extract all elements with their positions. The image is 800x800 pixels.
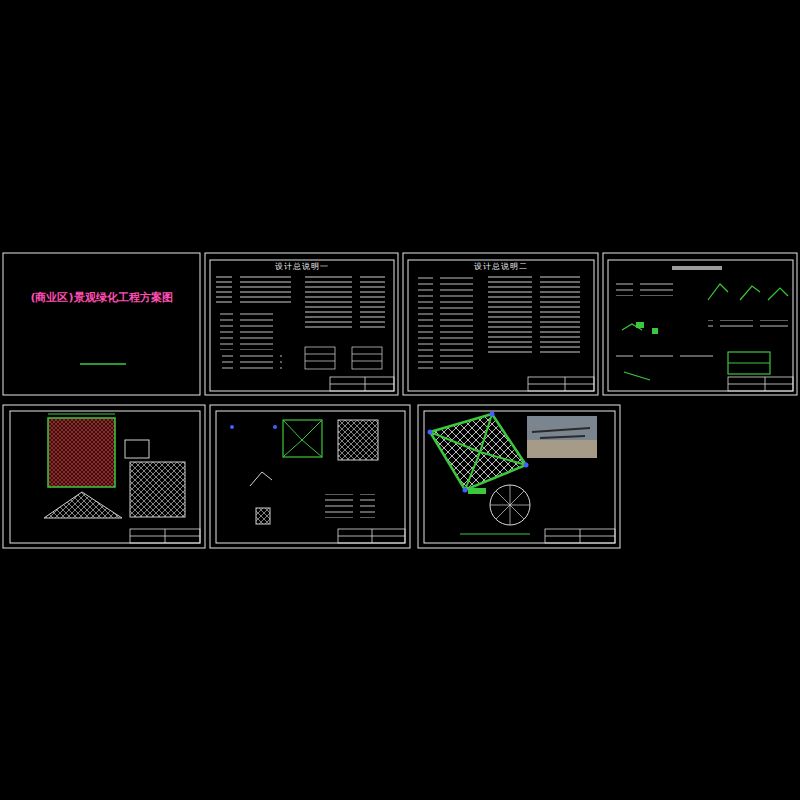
sheet-title: 设计总说明二 [403,261,598,272]
sheet-title: 设计总说明一 [205,261,398,272]
cover-title: (商业区)景观绿化工程方案图 [3,290,200,305]
